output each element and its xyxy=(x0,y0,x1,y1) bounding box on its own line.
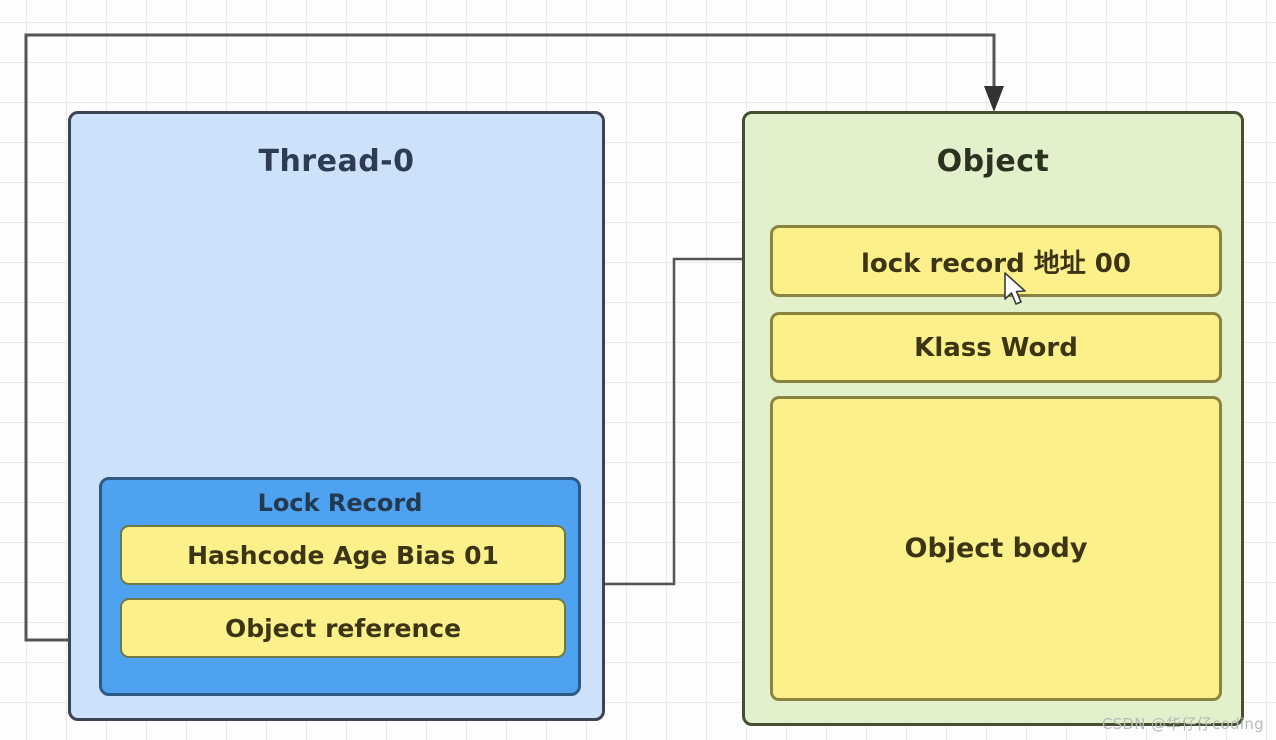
object-row-object-body: Object body xyxy=(770,396,1222,701)
lock-record-title: Lock Record xyxy=(257,489,423,517)
object-row-klass-word: Klass Word xyxy=(770,312,1222,383)
lock-record-row-object-reference: Object reference xyxy=(120,598,566,658)
object-panel: Object lock record 地址 00 Klass Word Obje… xyxy=(742,111,1244,726)
thread-panel-title: Thread-0 xyxy=(258,144,415,179)
lock-record-box: Lock Record Hashcode Age Bias 01 Object … xyxy=(99,477,581,696)
mouse-pointer-icon xyxy=(1004,272,1026,305)
thread-panel: Thread-0 Lock Record Hashcode Age Bias 0… xyxy=(68,111,605,721)
arrowhead-down-icon xyxy=(984,86,1004,112)
watermark: CSDN @华仔仔coding xyxy=(1101,715,1264,733)
connector-lockrecord-to-lockrecordbox xyxy=(578,257,767,594)
object-panel-title: Object xyxy=(936,144,1050,179)
lock-record-row-hashcode: Hashcode Age Bias 01 xyxy=(120,525,566,585)
object-row-lock-record-address: lock record 地址 00 xyxy=(770,225,1222,297)
